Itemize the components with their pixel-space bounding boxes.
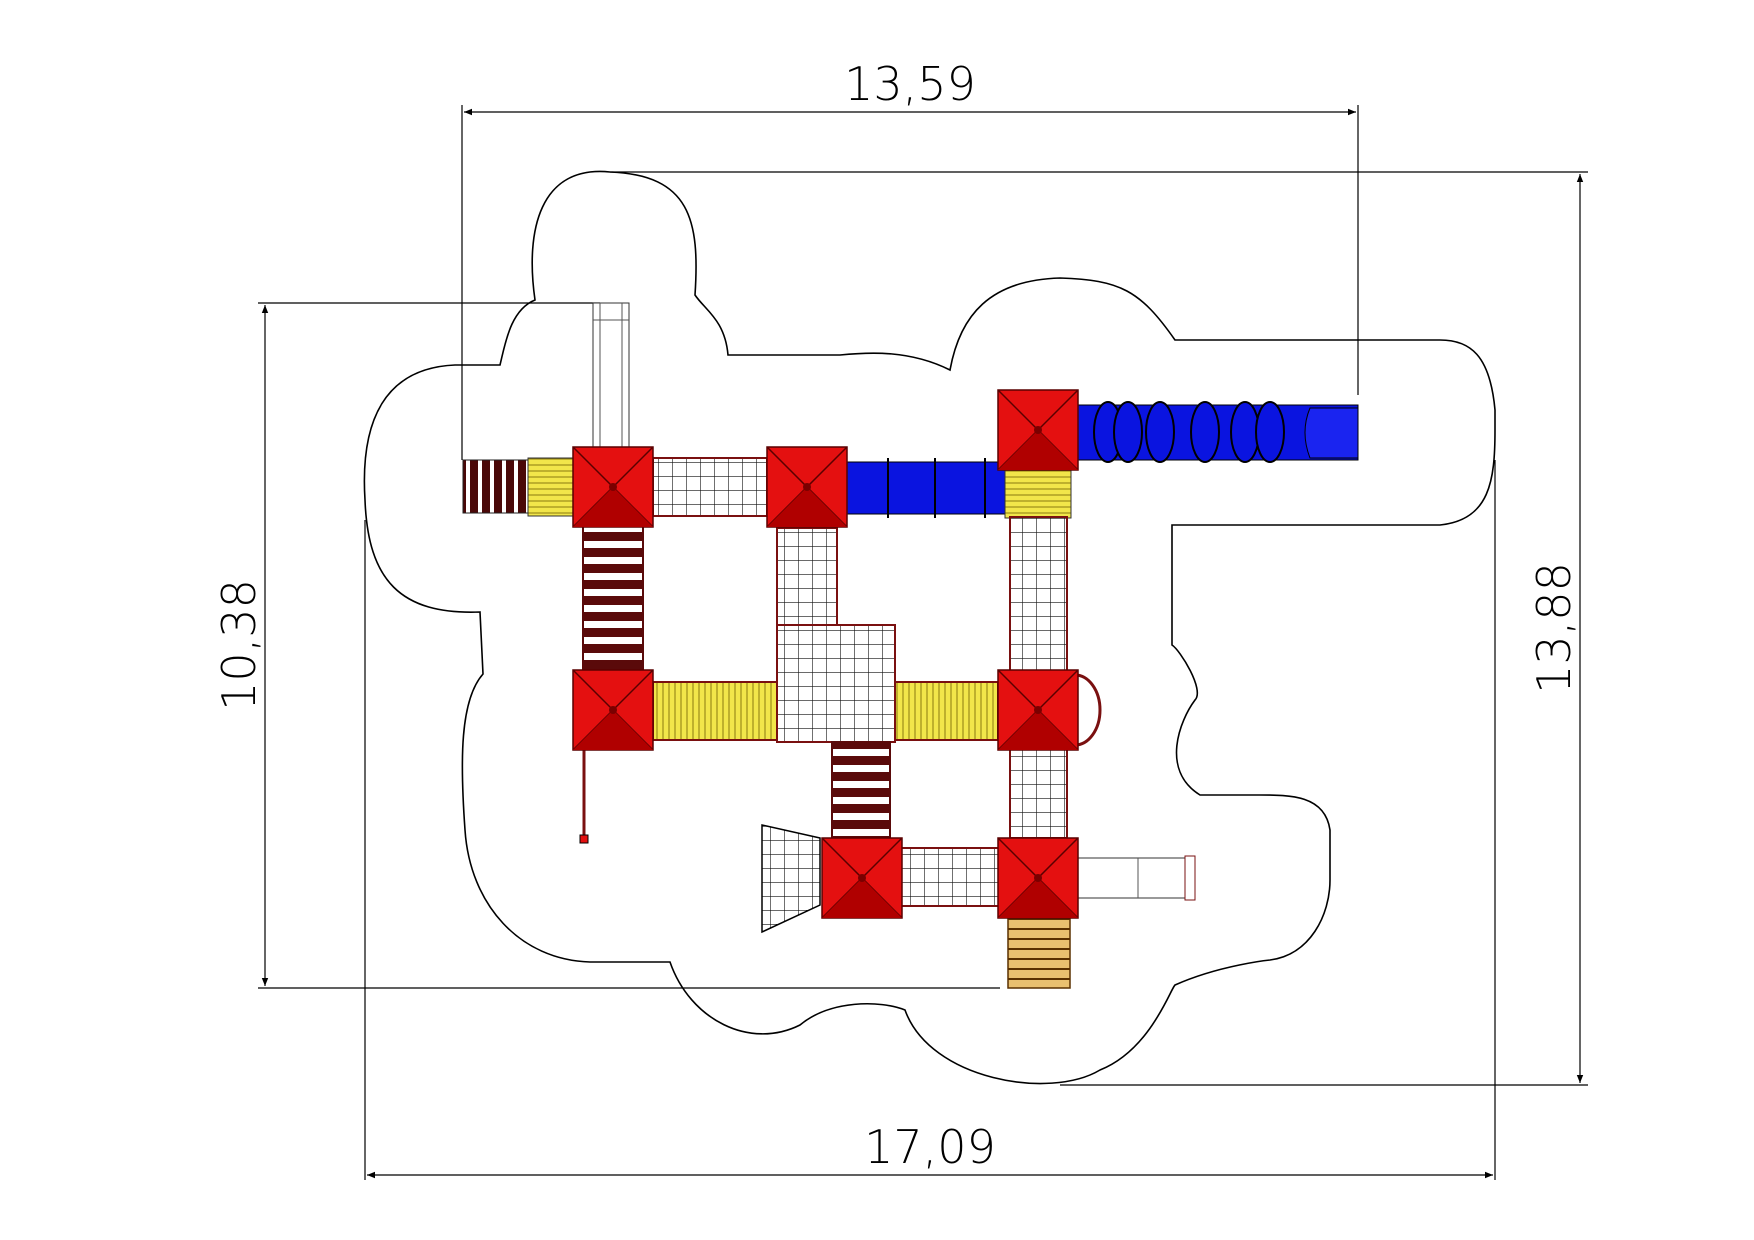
dimension-right: 13,88 bbox=[610, 171, 1588, 1086]
bridge-bottom bbox=[899, 847, 1001, 907]
dimension-bottom: 17,09 bbox=[364, 460, 1496, 1180]
tower-roof-5 bbox=[997, 669, 1079, 751]
ladder-lower-right bbox=[1009, 747, 1068, 839]
tower-roof-2 bbox=[766, 446, 848, 528]
side-panel-arc bbox=[1074, 673, 1102, 747]
deck-tower-3 bbox=[1004, 469, 1072, 519]
dimension-left-label: 10,38 bbox=[212, 579, 266, 711]
tower-roof-6 bbox=[821, 837, 903, 919]
tube-slide-short bbox=[844, 458, 1006, 518]
deck-middle-right bbox=[894, 681, 999, 741]
tower-roof-3 bbox=[997, 389, 1079, 471]
left-steps bbox=[462, 459, 529, 514]
ladder-right bbox=[1009, 516, 1068, 673]
left-deck bbox=[527, 457, 575, 517]
ladder-center-bottom bbox=[831, 741, 891, 840]
deck-middle-left bbox=[652, 681, 778, 741]
steps-bottom bbox=[1007, 912, 1071, 989]
dimension-right-label: 13,88 bbox=[1527, 562, 1581, 694]
straight-slide-top bbox=[592, 302, 630, 450]
safety-zone-outline bbox=[363, 170, 1496, 1085]
ladder-left bbox=[582, 524, 644, 671]
dimension-bottom-label: 17,09 bbox=[864, 1120, 996, 1174]
dimension-top: 13,59 bbox=[461, 57, 1359, 460]
net-bridge-top bbox=[652, 457, 768, 517]
dimension-left: 10,38 bbox=[212, 302, 1000, 989]
tower-roof-4 bbox=[572, 669, 654, 751]
dimension-top-label: 13,59 bbox=[844, 57, 976, 111]
straight-slide-bottom bbox=[1077, 855, 1196, 901]
tower-roof-7 bbox=[997, 837, 1079, 919]
climbing-net bbox=[761, 824, 821, 934]
tower-roof-1 bbox=[572, 446, 654, 528]
fire-pole bbox=[579, 748, 589, 844]
tube-slide-long bbox=[1077, 401, 1359, 463]
